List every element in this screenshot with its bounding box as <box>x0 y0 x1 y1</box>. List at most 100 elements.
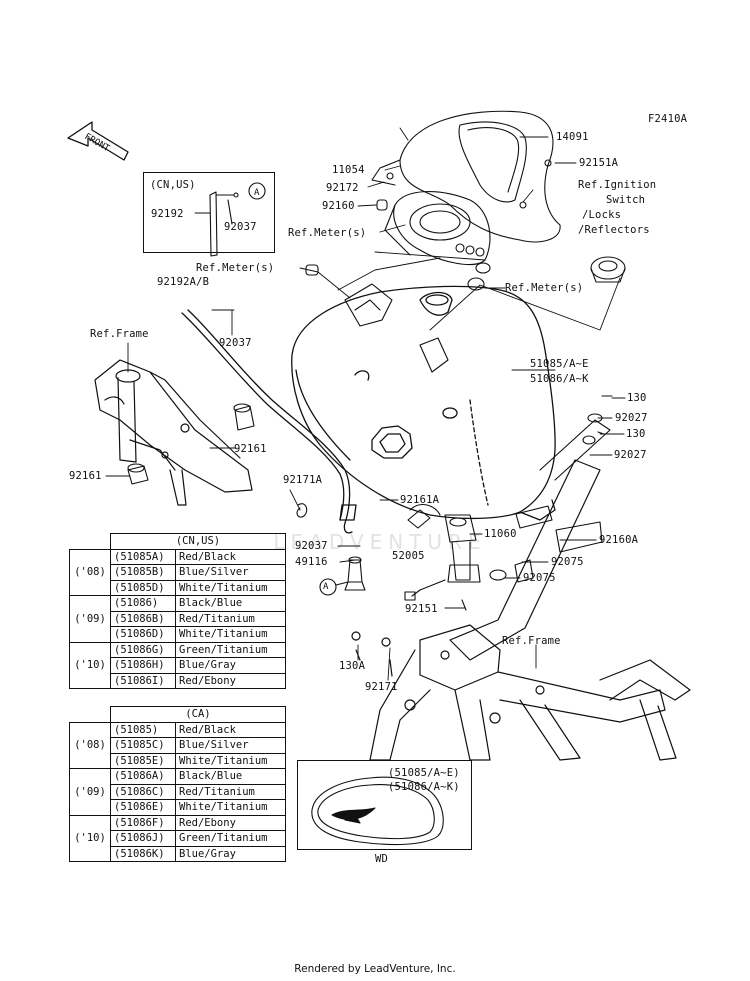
table-region-header: (CN,US) <box>110 533 286 550</box>
part-label-51086: 51086/A~K <box>530 373 589 385</box>
ref-meter-label-1: Ref.Meter(s) <box>288 227 367 239</box>
callout-a-label: A <box>323 582 329 592</box>
color-table-ca: (CA) ('08) (51085) Red/Black (51085C) Bl… <box>69 706 286 862</box>
table-color-cell: Blue/Gray <box>175 657 286 674</box>
footer-credit: Rendered by LeadVenture, Inc. <box>294 963 456 975</box>
table-color-cell: Red/Titanium <box>175 610 286 627</box>
hose-clip-92171a <box>296 503 308 518</box>
svg-text:FRONT: FRONT <box>83 132 112 154</box>
table-color-cell: White/Titanium <box>175 626 286 643</box>
inset-vent-hose <box>194 191 239 257</box>
table-region-header: (CA) <box>110 706 286 723</box>
table-color-cell: Green/Titanium <box>175 641 286 658</box>
table-header-spacer <box>69 533 111 549</box>
part-label-92027-a: 92027 <box>615 412 648 424</box>
wd-label-51085: (51085/A~E) <box>388 767 460 779</box>
ref-ignition-label-1: Ref.Ignition <box>578 179 657 191</box>
table-code-cell: (51086D) <box>110 626 176 643</box>
ref-ignition-label-2: Switch <box>606 194 646 206</box>
table-row: (51086I) Red/Ebony <box>70 672 286 689</box>
part-label-92171a: 92171A <box>283 474 323 486</box>
wd-caption: WD <box>375 853 389 865</box>
vent-hose <box>181 309 357 534</box>
part-label-92192ab: 92192A/B <box>157 276 210 288</box>
tank-mount-bracket <box>344 283 449 373</box>
table-color-cell: White/Titanium <box>175 752 286 769</box>
table-code-cell: (51086I) <box>110 672 176 689</box>
table-year-cell: ('09) <box>69 595 111 643</box>
part-label-130-a: 130 <box>627 392 647 404</box>
part-label-130-b: 130 <box>626 428 646 440</box>
fuel-valve-49116 <box>344 556 366 591</box>
callout-a-circles <box>248 182 349 596</box>
part-label-92075-b: 92075 <box>523 572 556 584</box>
table-row: (51086K) Blue/Gray <box>70 845 286 862</box>
leader-lines <box>105 127 626 681</box>
part-label-92151a: 92151A <box>579 157 619 169</box>
part-label-51085: 51085/A~E <box>530 358 589 370</box>
part-label-92160: 92160 <box>322 200 355 212</box>
table-row: ('08) (51085) Red/Black <box>69 721 286 769</box>
part-label-92151: 92151 <box>405 603 438 615</box>
table-code-cell: (51086C) <box>110 783 176 800</box>
ref-meter-label-3: Ref.Meter(s) <box>505 282 584 294</box>
wd-label-51086: (51086/A~K) <box>388 781 460 793</box>
fuel-tank <box>291 285 556 521</box>
part-label-92027-b: 92027 <box>614 449 647 461</box>
part-label-14091: 14091 <box>556 131 589 143</box>
table-color-cell: Black/Blue <box>175 768 286 785</box>
part-label-92161-a: 92161 <box>234 443 267 455</box>
part-label-11060: 11060 <box>484 528 517 540</box>
part-label-11054: 11054 <box>332 164 365 176</box>
table-header-spacer <box>69 706 111 722</box>
frame-right <box>351 459 691 761</box>
part-label-92037-b: 92037 <box>295 540 328 552</box>
table-code-cell: (51085D) <box>110 579 176 596</box>
table-code-cell: (51085B) <box>110 564 176 581</box>
bushing-parts <box>305 159 552 291</box>
part-label-92075-a: 92075 <box>551 556 584 568</box>
table-row: (51086B) Red/Titanium <box>70 610 286 627</box>
rear-tank-bracket <box>461 395 613 611</box>
table-code-cell: (51085) <box>110 721 176 738</box>
table-row: (51086C) Red/Titanium <box>70 783 286 800</box>
inset-box-cn-us: (CN,US) A 92192 92037 <box>143 172 275 253</box>
table-row: ('09) (51086A) Black/Blue <box>69 768 286 816</box>
table-color-cell: Red/Titanium <box>175 783 286 800</box>
table-code-cell: (51086F) <box>110 814 176 831</box>
color-table-cn-us: (CN,US) ('08) (51085A) Red/Black (51085B… <box>69 533 286 689</box>
table-year-cell: ('10) <box>69 814 111 862</box>
table-code-cell: (51086) <box>110 595 176 612</box>
table-code-cell: (51086G) <box>110 641 176 658</box>
table-code-cell: (51085C) <box>110 737 176 754</box>
table-color-cell: Red/Ebony <box>175 672 286 689</box>
table-color-cell: Green/Titanium <box>175 830 286 847</box>
inset-callout-label: A <box>254 188 260 198</box>
table-year-cell: ('08) <box>69 548 111 596</box>
table-row: ('08) (51085A) Red/Black <box>69 548 286 596</box>
table-row: (51086H) Blue/Gray <box>70 657 286 674</box>
table-row: (51086E) White/Titanium <box>70 799 286 816</box>
table-code-cell: (51086K) <box>110 845 176 862</box>
ref-ignition-label-3: /Locks <box>582 209 622 221</box>
part-label-92171: 92171 <box>365 681 398 693</box>
part-label-92037-a: 92037 <box>219 337 252 349</box>
ignition-switch-part <box>590 256 626 283</box>
part-label-92161-b: 92161 <box>69 470 102 482</box>
table-color-cell: Black/Blue <box>175 595 286 612</box>
table-year-cell: ('10) <box>69 641 111 689</box>
table-code-cell: (51086B) <box>110 610 176 627</box>
inset-part-92192: 92192 <box>151 208 184 220</box>
watermark-text: LEADVENTURE <box>273 530 487 554</box>
ref-ignition-label-4: /Reflectors <box>578 224 650 236</box>
table-color-cell: Red/Black <box>175 548 286 565</box>
table-row: (51085C) Blue/Silver <box>70 737 286 754</box>
meter-cover-14091 <box>371 110 561 243</box>
inset-region-label: (CN,US) <box>150 179 196 191</box>
table-code-cell: (51086E) <box>110 799 176 816</box>
table-row: ('09) (51086) Black/Blue <box>69 595 286 643</box>
ref-frame-label-2: Ref.Frame <box>502 635 561 647</box>
part-label-130a: 130A <box>339 660 366 672</box>
table-row: ('10) (51086F) Red/Ebony <box>69 814 286 862</box>
